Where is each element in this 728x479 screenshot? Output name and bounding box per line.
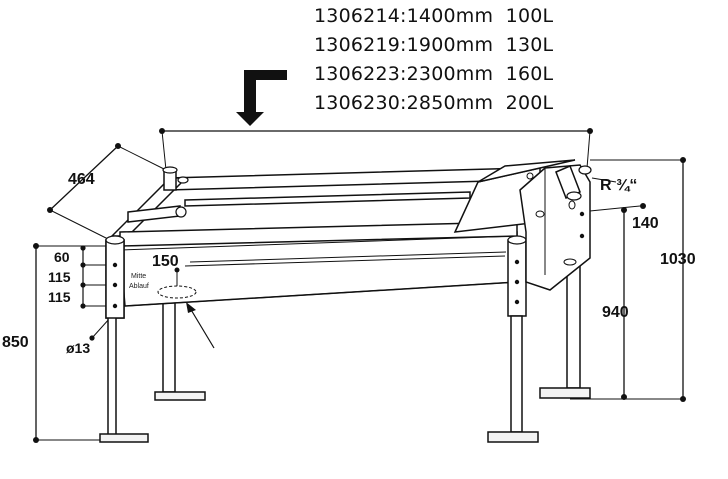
left-height-dimension (33, 243, 112, 443)
spec-line-2: 1306219:1900mm 130L (314, 34, 554, 56)
height-850-label: 850 (2, 334, 29, 351)
offset-140-label: 140 (632, 215, 659, 232)
drain-label-line2: Ablauf (129, 283, 149, 290)
width-dimension-line (159, 128, 593, 171)
depth-dimension-line (47, 143, 167, 241)
total-height-label: 1030 (660, 251, 696, 268)
spec-line-1: 1306214:1400mm 100L (314, 5, 554, 27)
depth-label: 464 (68, 171, 95, 188)
hole-diameter-label: ø13 (66, 340, 90, 356)
gap-60-label: 60 (54, 249, 70, 265)
spec-line-3: 1306223:2300mm 160L (314, 63, 554, 85)
frame-structure: Mitte Ablauf 150 (99, 159, 592, 443)
spec-line-4: 1306230:2850mm 200L (314, 92, 554, 114)
offset-150-label: 150 (152, 253, 179, 270)
drain-label-line1: Mitte (131, 273, 146, 280)
gap-115b-label: 115 (48, 289, 71, 305)
height-940-label: 940 (602, 304, 629, 321)
thread-label: R ¾“ (600, 177, 637, 194)
gap-115a-label: 115 (48, 269, 71, 285)
direction-arrow-icon (236, 70, 287, 126)
height-dimension-lines (539, 157, 686, 402)
hole-spacing-dimensions (80, 245, 112, 309)
